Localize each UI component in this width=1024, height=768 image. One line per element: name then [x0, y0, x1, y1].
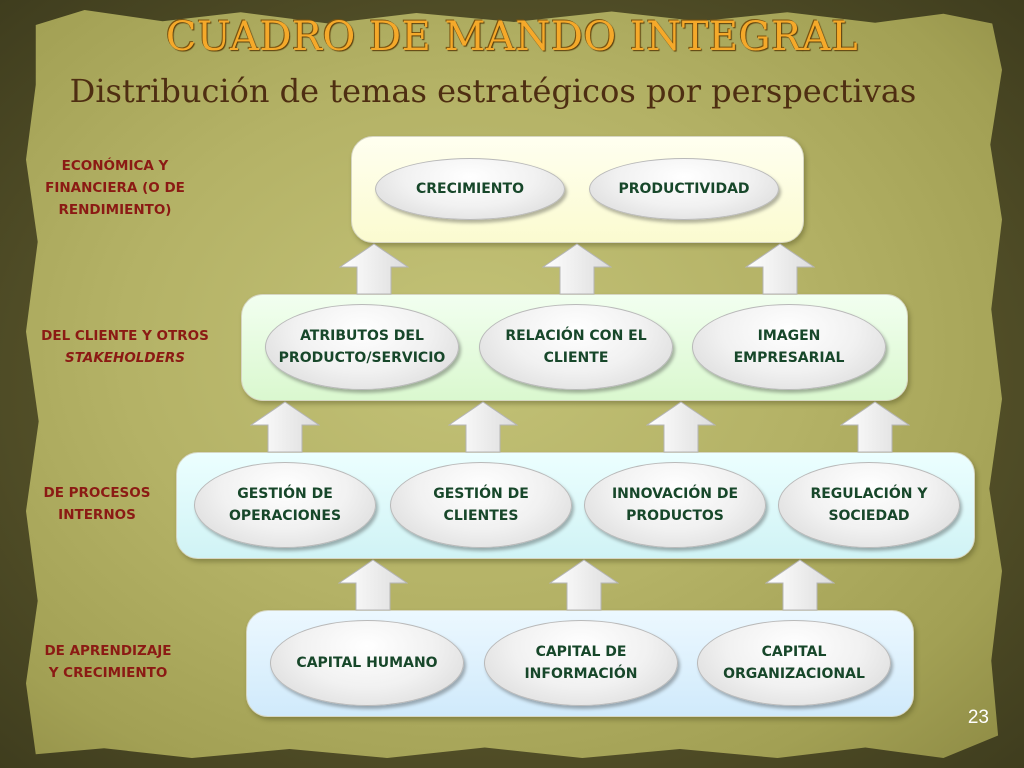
theme-label: OPERACIONES: [228, 508, 342, 524]
theme-label: PRODUCTOS: [626, 508, 724, 524]
theme-label: ORGANIZACIONAL: [723, 666, 865, 682]
theme-label: CAPITAL: [761, 644, 827, 660]
perspective-label-line: DE PROCESOS: [43, 485, 151, 501]
perspective-label-process: DE PROCESOS INTERNOS: [12, 482, 182, 526]
perspective-label-line: DE APRENDIZAJE: [44, 643, 172, 659]
perspective-label-line: DEL CLIENTE Y OTROS: [41, 328, 209, 344]
theme-relacion-cliente: RELACIÓN CON EL CLIENTE: [479, 304, 673, 390]
theme-gestion-operaciones: GESTIÓN DE OPERACIONES: [194, 462, 376, 548]
theme-label: GESTIÓN DE: [433, 486, 529, 502]
perspective-label-line: INTERNOS: [58, 507, 136, 523]
theme-label: INNOVACIÓN DE: [611, 486, 739, 502]
theme-productividad: PRODUCTIVIDAD: [589, 158, 779, 220]
page-number: 23: [967, 707, 989, 728]
theme-label: CRECIMIENTO: [416, 181, 524, 197]
theme-atributos-producto: ATRIBUTOS DEL PRODUCTO/SERVICIO: [265, 304, 459, 390]
theme-crecimiento: CRECIMIENTO: [375, 158, 565, 220]
theme-label: CLIENTES: [443, 508, 519, 524]
up-arrow-icon: [250, 401, 320, 453]
theme-label: GESTIÓN DE: [237, 486, 333, 502]
up-arrow-icon: [549, 559, 619, 611]
theme-label: PRODUCTIVIDAD: [618, 181, 750, 197]
theme-regulacion-sociedad: REGULACIÓN Y SOCIEDAD: [778, 462, 960, 548]
perspective-label-financial: ECONÓMICA Y FINANCIERA (O DE RENDIMIENTO…: [30, 155, 200, 221]
up-arrow-icon: [840, 401, 910, 453]
up-arrow-icon: [542, 243, 612, 295]
theme-label: EMPRESARIAL: [733, 350, 845, 366]
up-arrow-icon: [338, 559, 408, 611]
theme-innovacion-productos: INNOVACIÓN DE PRODUCTOS: [584, 462, 766, 548]
theme-label: CLIENTE: [543, 350, 609, 366]
perspective-label-line: RENDIMIENTO): [58, 202, 172, 218]
theme-label: INFORMACIÓN: [524, 666, 638, 682]
perspective-label-line: ECONÓMICA Y: [61, 158, 169, 174]
up-arrow-icon: [339, 243, 409, 295]
theme-capital-humano: CAPITAL HUMANO: [270, 620, 464, 706]
theme-label: ATRIBUTOS DEL: [300, 328, 424, 344]
perspective-label-learning: DE APRENDIZAJE Y CRECIMIENTO: [23, 640, 193, 684]
theme-label: RELACIÓN CON EL: [505, 328, 647, 344]
up-arrow-icon: [745, 243, 815, 295]
theme-label: REGULACIÓN Y: [810, 486, 928, 502]
perspective-label-line: FINANCIERA (O DE: [45, 180, 185, 196]
theme-label: IMAGEN: [757, 328, 821, 344]
slide-subtitle: Distribución de temas estratégicos por p…: [69, 72, 917, 110]
theme-label: CAPITAL DE: [535, 644, 627, 660]
perspective-label-customer: DEL CLIENTE Y OTROS STAKEHOLDERS: [40, 325, 210, 369]
slide-title: CUADRO DE MANDO INTEGRAL: [165, 14, 859, 60]
theme-capital-informacion: CAPITAL DE INFORMACIÓN: [484, 620, 678, 706]
perspective-label-line: STAKEHOLDERS: [65, 350, 185, 366]
up-arrow-icon: [646, 401, 716, 453]
perspective-label-line: Y CRECIMIENTO: [48, 665, 168, 681]
theme-label: SOCIEDAD: [828, 508, 910, 524]
theme-label: CAPITAL HUMANO: [296, 655, 438, 671]
theme-gestion-clientes: GESTIÓN DE CLIENTES: [390, 462, 572, 548]
theme-label: PRODUCTO/SERVICIO: [278, 350, 446, 366]
up-arrow-icon: [765, 559, 835, 611]
theme-capital-organizacional: CAPITAL ORGANIZACIONAL: [697, 620, 891, 706]
up-arrow-icon: [448, 401, 518, 453]
theme-imagen-empresarial: IMAGEN EMPRESARIAL: [692, 304, 886, 390]
